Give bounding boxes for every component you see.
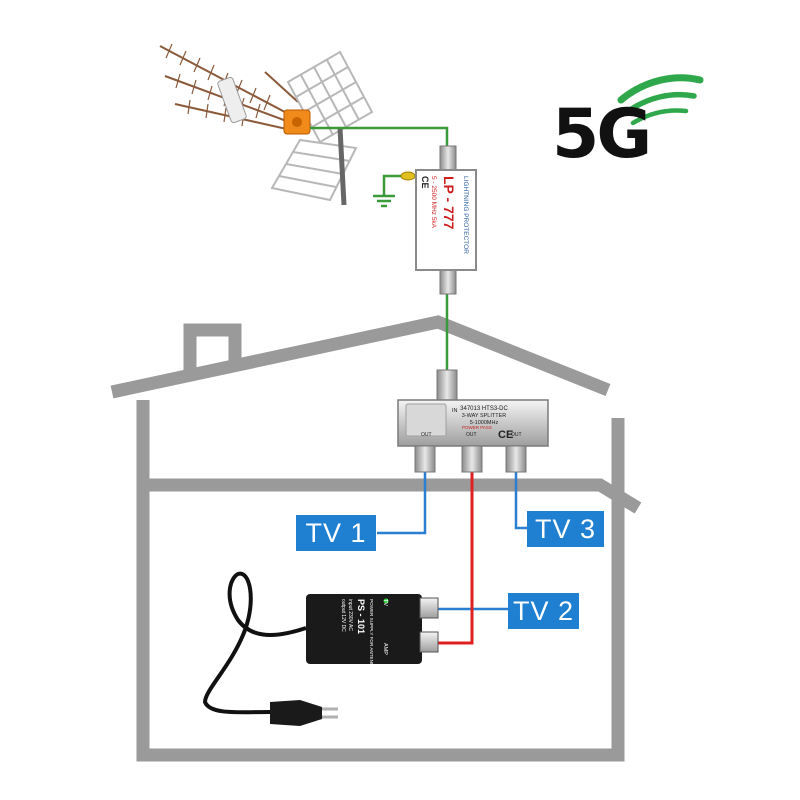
psu-output: output 12V DC bbox=[340, 599, 346, 632]
power-plug-icon bbox=[270, 700, 338, 726]
psu-input: input 230V AC bbox=[347, 599, 353, 631]
splitter-ce-mark: CE bbox=[498, 429, 513, 441]
antenna-cable bbox=[310, 126, 449, 378]
psu-port-amp: AMP bbox=[382, 643, 388, 655]
house-outline bbox=[110, 315, 642, 762]
antenna-icon bbox=[159, 43, 374, 206]
protector-model: LP - 777 bbox=[441, 176, 457, 230]
roof-line bbox=[110, 315, 611, 399]
psu-port-tv: TV bbox=[382, 599, 388, 606]
5g-logo-icon bbox=[617, 74, 704, 126]
floor-divider bbox=[143, 478, 642, 514]
tv2-label: TV 2 bbox=[508, 593, 579, 629]
power-cable bbox=[436, 470, 474, 645]
splitter-out-3: OUT bbox=[511, 432, 522, 438]
tv1-label: TV 1 bbox=[296, 515, 376, 551]
splitter-power-pass: POWER PASS bbox=[462, 425, 492, 430]
protector-spec: 5 - 2500 MHz 5kA bbox=[430, 176, 437, 229]
splitter-type: 3-WAY SPLITTER bbox=[462, 413, 507, 419]
ground-symbol-icon bbox=[373, 171, 416, 208]
power-supply-icon: TV AMP POWER SUPPLY FOR ANTENNA AMPLIFIE… bbox=[202, 571, 439, 726]
splitter-out-1: OUT bbox=[421, 432, 432, 438]
power-cord bbox=[202, 571, 307, 715]
splitter-freq: 5-1000MHz bbox=[470, 420, 499, 426]
lightning-protector-icon: LIGHTNING PROTECTOR LP - 777 5 - 2500 MH… bbox=[415, 145, 477, 295]
chimney bbox=[183, 323, 242, 372]
house-walls bbox=[136, 400, 625, 762]
psu-description: POWER SUPPLY FOR ANTENNA AMPLIFIERS bbox=[369, 599, 374, 697]
splitter-icon: 347013 HTS3-DC 3-WAY SPLITTER 5-1000MHz … bbox=[397, 369, 549, 473]
splitter-model: 347013 HTS3-DC bbox=[460, 406, 508, 412]
tv3-label: TV 3 bbox=[527, 511, 604, 547]
splitter-out-2: OUT bbox=[466, 432, 477, 438]
protector-label: LIGHTNING PROTECTOR bbox=[462, 176, 469, 254]
protector-ce-mark: CE bbox=[420, 176, 430, 189]
psu-model: PS - 101 bbox=[356, 599, 366, 634]
splitter-in-label: IN bbox=[452, 408, 458, 414]
5g-logo-text: 5G bbox=[552, 95, 652, 174]
